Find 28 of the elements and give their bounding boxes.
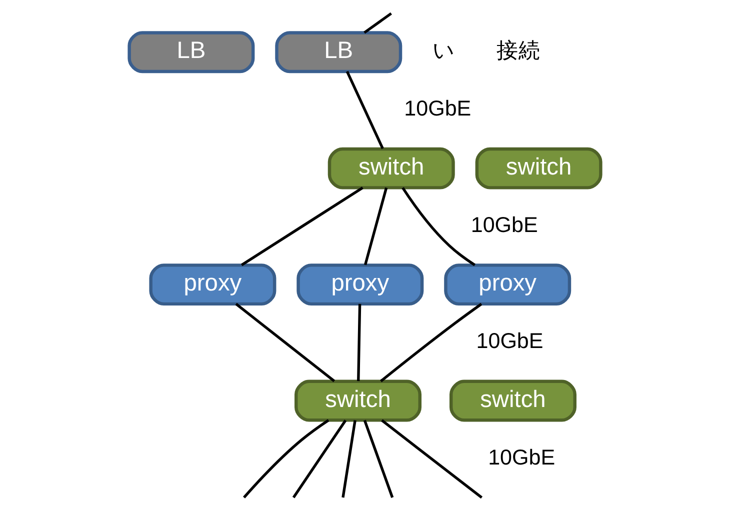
- node-box: switch: [474, 147, 602, 190]
- connector: [362, 420, 394, 498]
- node-box: switch: [327, 147, 454, 190]
- connector: [242, 419, 329, 498]
- connector: [240, 186, 363, 266]
- label: い: [432, 38, 456, 62]
- node-box: switch: [448, 380, 576, 422]
- connector: [341, 420, 356, 498]
- label: 接続: [496, 38, 540, 62]
- connector: [356, 304, 361, 382]
- connector: [363, 12, 392, 34]
- label: 10GbE: [470, 212, 538, 237]
- connector: [380, 419, 482, 499]
- node-box: proxy: [148, 264, 276, 306]
- connector: [234, 302, 335, 382]
- label: 10GbE: [404, 96, 471, 121]
- node-box: proxy: [296, 264, 424, 306]
- node-box: LB: [127, 31, 254, 74]
- label: 10GbE: [488, 445, 555, 470]
- node-box: LB: [274, 31, 402, 74]
- connector: [345, 70, 384, 150]
- node-box: switch: [294, 380, 421, 422]
- connector: [363, 187, 388, 266]
- connector: [401, 187, 476, 266]
- label: 10GbE: [476, 329, 543, 354]
- node-box: proxy: [444, 264, 571, 306]
- connector: [292, 420, 346, 498]
- connector: [380, 302, 482, 382]
